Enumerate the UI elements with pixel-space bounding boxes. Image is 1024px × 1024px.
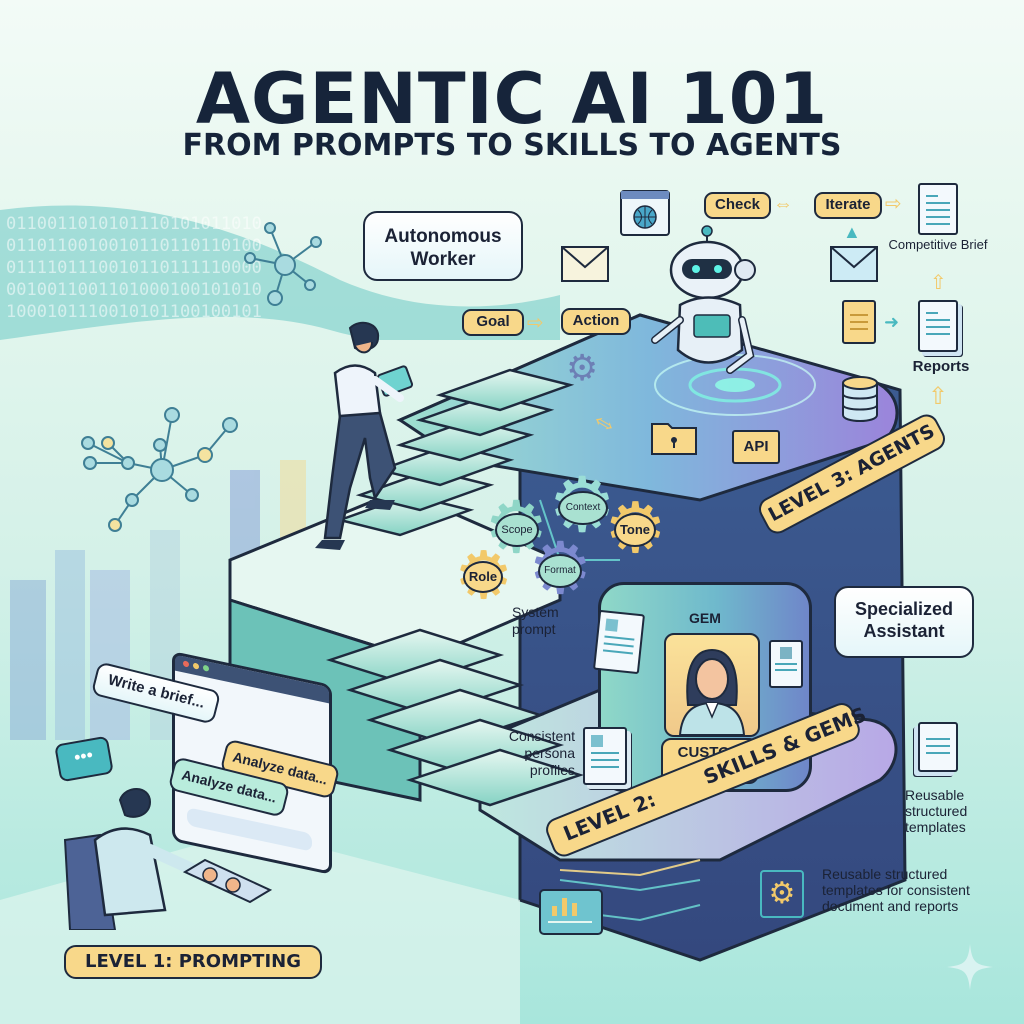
callout-text: Autonomous Worker <box>384 226 502 270</box>
callout-text: Specialized Assistant <box>854 599 954 641</box>
bar-chart-card-icon <box>539 889 603 935</box>
arrow-right-icon: ⇨ <box>527 312 544 334</box>
arrow-up-icon: ⇧ <box>930 272 947 294</box>
person-climbing-icon <box>315 321 414 550</box>
gear-label: Role <box>463 561 503 593</box>
gear-scope: ⚙ Scope <box>484 492 549 564</box>
network-graph-icon <box>81 407 238 532</box>
level-1-label: LEVEL 1: PROMPTING <box>64 945 322 979</box>
binary-line: 0111101110010110111110000 <box>6 258 262 278</box>
flow-step-check[interactable]: Check <box>704 192 771 219</box>
sparkle-icon <box>945 942 995 992</box>
arrow-right-icon: ⇨ <box>885 193 902 215</box>
page-title: AGENTIC AI 101 <box>195 58 829 140</box>
gear-label: Format <box>538 554 582 588</box>
competitive-brief-label: Competitive Brief <box>888 237 988 252</box>
system-prompt-caption: System prompt <box>512 604 559 637</box>
gear-icon: ⚙ <box>760 870 804 918</box>
api-label: API <box>743 438 769 455</box>
flow-step-action[interactable]: Action <box>561 308 631 335</box>
gem-title: GEM <box>689 610 721 626</box>
binary-line: 1000101110010101100100101 <box>6 302 262 322</box>
flow-step-iterate[interactable]: Iterate <box>814 192 882 219</box>
network-node-icon <box>244 222 322 306</box>
persona-portrait-frame <box>664 633 760 737</box>
autonomous-worker-callout: Autonomous Worker <box>363 211 523 281</box>
reports-doc-icon <box>918 300 958 352</box>
folder-lock-icon <box>651 423 697 455</box>
browser-globe-icon <box>620 190 670 236</box>
binary-line: 0010011001101000100101010 <box>6 280 262 300</box>
persona-profiles-caption: Consistent persona profiles <box>508 728 575 778</box>
template-doc-icon <box>918 722 958 772</box>
reports-label: Reports <box>912 358 970 375</box>
document-icon <box>592 609 646 675</box>
gear-context: ⚙ Context <box>548 468 616 544</box>
reusable-templates-caption: Reusable structured templates <box>905 787 968 835</box>
envelope-icon <box>561 246 609 282</box>
flow-step-goal[interactable]: Goal <box>462 309 524 336</box>
profile-card-icon <box>769 640 803 688</box>
robot-agent-icon <box>651 225 756 374</box>
page-subtitle: FROM PROMPTS TO SKILLS TO AGENTS <box>182 128 842 163</box>
gear-label: Scope <box>495 513 539 547</box>
arrow-up-icon: ▲ <box>843 222 861 242</box>
arrow-up-icon: ⇧ <box>928 383 949 410</box>
arrow-right-icon: ➜ <box>884 312 900 332</box>
gear-tone: ⚙ Tone <box>604 493 667 563</box>
arrow-bidirectional-icon: ⇔ <box>773 193 793 215</box>
footer-note: Reusable structured templates for consis… <box>822 866 970 914</box>
database-icon <box>842 376 878 422</box>
persona-woman-icon <box>678 648 746 735</box>
gear-icon: ⚙ <box>566 347 599 388</box>
person-typing-icon <box>63 788 273 930</box>
binary-line: 0110110010010110110110100 <box>6 236 262 256</box>
document-icon <box>842 300 876 344</box>
gear-role: ⚙ Role <box>454 542 513 608</box>
api-folder-icon: API <box>732 430 780 464</box>
competitive-brief-doc-icon <box>918 183 958 235</box>
gear-format: ⚙ Format <box>528 533 593 605</box>
gear-label: Tone <box>614 513 656 547</box>
envelope-icon <box>830 246 878 282</box>
gear-label: Context <box>558 491 608 525</box>
specialized-assistant-callout: Specialized Assistant <box>834 586 974 658</box>
persona-profile-doc-icon <box>583 727 627 785</box>
binary-line: 0110011010101110101011010 <box>6 214 262 234</box>
